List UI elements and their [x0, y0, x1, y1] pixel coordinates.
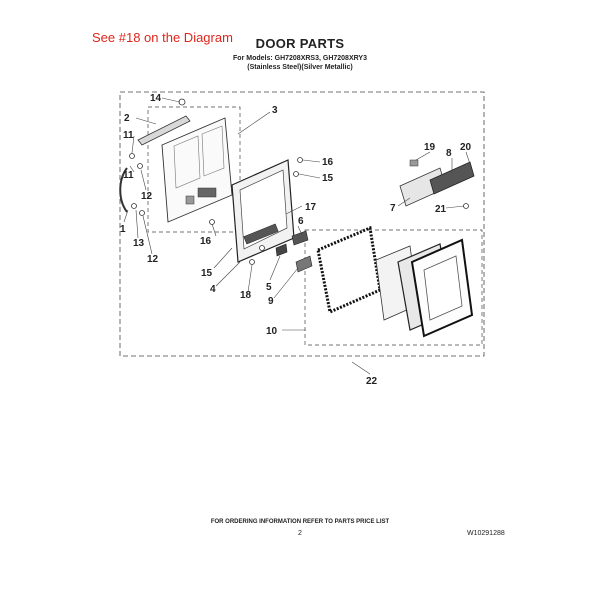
- screw: [209, 219, 215, 225]
- page-title: DOOR PARTS: [255, 36, 345, 51]
- callout-11a: 11: [123, 130, 134, 141]
- callout-16b: 16: [322, 157, 334, 168]
- callout-5: 5: [266, 282, 272, 293]
- callout-15a: 15: [201, 268, 213, 279]
- diagram-note: See #18 on the Diagram: [92, 30, 233, 45]
- outer-door-panel: [161, 117, 233, 223]
- screw: [259, 245, 265, 251]
- handle-bracket: [119, 167, 128, 213]
- callout-12a: 12: [141, 191, 153, 202]
- screw: [297, 157, 303, 163]
- callout-10: 10: [266, 326, 278, 337]
- callout-17: 17: [305, 202, 317, 213]
- callout-9: 9: [268, 296, 274, 307]
- door-gasket: [316, 225, 382, 315]
- vent-clip: [409, 159, 419, 167]
- ordering-info: FOR ORDERING INFORMATION REFER TO PARTS …: [210, 519, 390, 525]
- liner-group-outline: [304, 229, 483, 346]
- screw: [131, 203, 137, 209]
- callout-1: 1: [120, 224, 126, 235]
- liner-window: [423, 255, 463, 321]
- door-bezel: [429, 161, 475, 195]
- hinge-part: [295, 255, 313, 273]
- callout-3: 3: [272, 105, 278, 116]
- callout-20: 20: [460, 142, 472, 153]
- callout-8: 8: [446, 148, 452, 159]
- callout-4: 4: [210, 284, 216, 295]
- callout-11b: 11: [123, 170, 134, 181]
- finish-line: (Stainless Steel)(Silver Metallic): [247, 64, 353, 71]
- callout-14: 14: [150, 93, 162, 104]
- latch-part: [291, 230, 309, 246]
- inner-door-frame: [231, 159, 295, 263]
- callout-6: 6: [298, 216, 304, 227]
- screw: [139, 210, 145, 216]
- models-line: For Models: GH7208XRS3, GH7208XRY3: [233, 55, 367, 62]
- callout-2: 2: [124, 113, 130, 124]
- page-number: 2: [298, 530, 302, 537]
- screw: [463, 203, 469, 209]
- door-assembly-outline: [119, 91, 485, 357]
- leader-lines: [123, 97, 471, 375]
- clip-part: [275, 243, 288, 257]
- screw: [249, 259, 255, 265]
- callout-21: 21: [435, 204, 447, 215]
- callout-18: 18: [240, 290, 252, 301]
- screw: [129, 153, 135, 159]
- document-number: W10291288: [467, 530, 505, 537]
- screw: [293, 171, 299, 177]
- callout-7: 7: [390, 203, 396, 214]
- callout-12b: 12: [147, 254, 159, 265]
- callout-19: 19: [424, 142, 436, 153]
- screw: [137, 163, 143, 169]
- callout-22: 22: [366, 376, 378, 387]
- callout-16a: 16: [200, 236, 212, 247]
- callout-15b: 15: [322, 173, 334, 184]
- callout-13: 13: [133, 238, 145, 249]
